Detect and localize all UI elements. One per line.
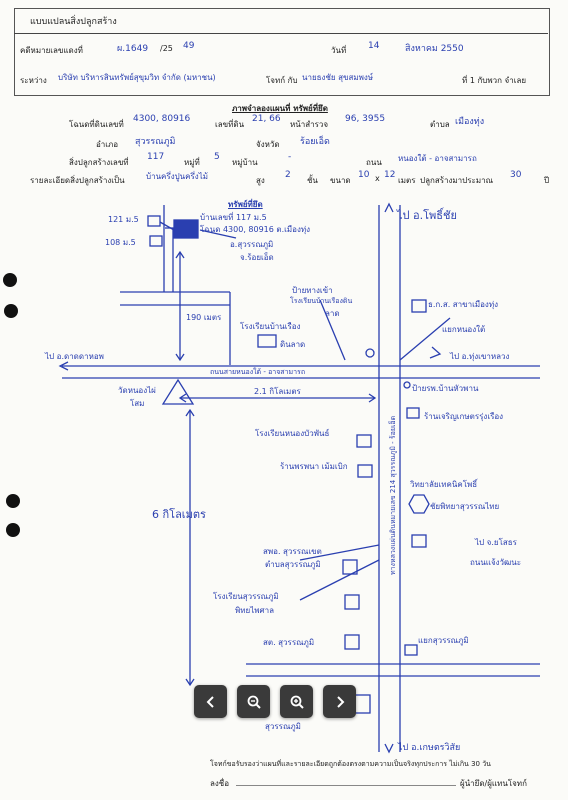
city-label-2: ถนนแจ้งวัฒนะ [470,558,522,567]
village: - [288,152,292,162]
distance-6: 6 กิโลเมตร [152,508,206,521]
defendant: นายธงชัย สุขสมพงษ์ [302,73,374,82]
sign-label-3: ลาด [325,309,340,318]
factory-label: วิทยาลัยเทคนิคโพธิ์ [410,480,478,489]
bank-label: ธ.ก.ส. สาขาเมืองทุ่ง [428,300,499,309]
to-thung-label: ไป อ.ทุ่งเขาหลวง [450,352,510,361]
section-title: ภาพจำลองแผนที่ ทรัพย์ที่ยึด [232,104,328,113]
school-sv-label-2: พิทยไพศาล [235,606,275,615]
school-sv-label: โรงเรียนสุวรรณภูมิ [213,592,279,601]
land-no: 21, 66 [252,114,281,124]
target-deed: โฉนด 4300, 80916 ต.เมืองทุ่ง [200,225,311,234]
hospital-label: ป้ายรพ.บ้านหัวพาน [412,384,479,393]
deed-no: 4300, 80916 [133,114,191,124]
chevron-right-icon [336,695,344,708]
punch-hole [3,273,17,287]
building-no: 117 [147,152,165,162]
building-detail: บ้านครึ่งปูนครึ่งไม้ [146,172,208,181]
certify-text: โจทก์ขอรับรองว่าแผนที่และรายละเอียดถูกต้… [210,760,491,768]
road: หนองใต้ - อาจสามารถ [398,154,477,163]
zoom-out-icon [247,695,261,709]
distance-190: 190 เมตร [186,313,222,322]
school-label-2: ดินลาด [280,340,306,349]
sign-label: ลงชื่อ [210,779,230,788]
sao-label: สพอ. สุวรรณเขต [263,547,322,556]
to-left-label: ไป อ.ดาดดาหอพ [45,352,104,361]
sao-label-2: ตำบลสุวรรณภูมิ [265,560,321,569]
chevron-left-icon [206,695,214,708]
target-title: ทรัพย์ที่ยึด [228,200,263,209]
viewer-toolbar [194,685,356,718]
contract-year: 49 [183,41,195,51]
sign-role: ผู้นำยึด/ผู้แทนโจทก์ [460,779,527,788]
punch-hole [4,304,18,318]
prev-page-button[interactable] [194,685,227,718]
distance-2-1: 2.1 กิโลเมตร [254,387,301,396]
factory-label-2: ชัยพิทยาสุวรรณไทย [430,502,500,511]
between-label: ระหว่าง [20,76,47,85]
plaintiff-role: โจทก์ กับ [266,76,298,85]
city-label: ไป จ.ยโสธร [475,538,517,547]
sign-label-2: โรงเรียนบ้านเรืองดิน [290,297,353,305]
bottom-district-label: สุวรรณภูมิ [265,722,301,731]
province: ร้อยเอ็ด [300,137,330,147]
tambon: เมืองทุ่ง [455,117,485,127]
target-province: จ.ร้อยเอ็ด [240,253,274,262]
date-month: สิงหาคม 2550 [405,44,464,54]
house-121: 121 ม.5 [108,215,139,224]
punch-hole [6,523,20,537]
to-bottom-label: ไป อ.เกษตรวิสัย [398,743,461,753]
date-day: 14 [368,41,380,51]
zoom-in-button[interactable] [280,685,313,718]
to-top-label: ไป อ.โพธิ์ชัย [397,209,457,222]
stop-label: แยกสุวรรณภูมิ [418,636,469,645]
bank-label-2: แยกหนองใต้ [442,325,486,334]
contract-label: คดีหมายเลขแดงที่ [20,46,83,55]
moo: 5 [214,152,220,162]
main-road-label: ถนนสายหนองใต้ - อาจสามารถ [210,368,306,376]
size-w: 10 [358,170,370,180]
zoom-in-icon [290,695,304,709]
rice-label: สต. สุวรรณภูมิ [263,638,315,647]
school-right-label: โรงเรียนหนองบัวพันธ์ [255,429,330,438]
wat-label-2: โสม [130,399,145,408]
target-house: บ้านเลขที่ 117 ม.5 [200,213,267,222]
shop-label: ร้านพรพนา เม้มเบิก [280,462,348,471]
size-l: 12 [384,170,396,180]
target-district: อ.สุวรรณภูมิ [230,240,274,249]
next-page-button[interactable] [323,685,356,718]
school-label: โรงเรียนบ้านเรือง [240,322,301,331]
age: 30 [510,170,522,180]
contract-no: ผ.1649 [117,44,149,54]
vertical-road-label: ทางหลวงแผ่นดินหมายเลข 214 สุวรรณภูมิ - ร… [389,415,397,575]
amphoe: สุวรรณภูมิ [135,137,176,147]
header-frame [14,8,550,96]
zoom-out-button[interactable] [237,685,270,718]
rice-mill-label: ร้านเจริญเกษตรรุ่งเรือง [424,412,504,421]
plaintiff: บริษัท บริหารสินทรัพย์สุขุมวิท จำกัด (มห… [58,73,216,82]
defendant-role: ที่ 1 กับพวก จำเลย [462,76,527,85]
floors: 2 [285,170,291,180]
sign-label: ป้ายทางเข้า [292,286,333,295]
house-108: 108 ม.5 [105,238,136,247]
contract-sep: /25 [160,44,173,53]
survey-no: 96, 3955 [345,114,386,124]
punch-hole [6,494,20,508]
date-label: วันที่ [331,46,347,55]
form-title: แบบแปลนสิ่งปลูกสร้าง [30,17,117,27]
wat-label: วัดหนองไผ่ [118,386,156,395]
